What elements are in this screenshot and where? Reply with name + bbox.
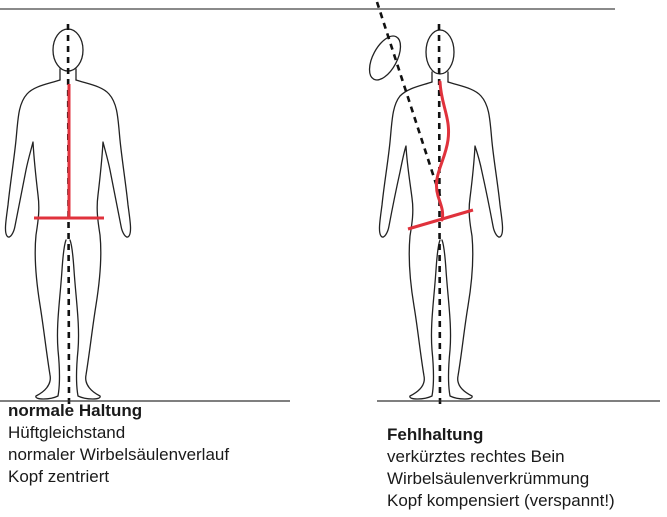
caption-faulty-posture: Fehlhaltung verkürztes rechtes Bein Wirb…: [387, 424, 615, 512]
caption-line-hip-level: Hüftgleichstand: [8, 422, 229, 444]
caption-line-spine-curvature: Wirbelsäulenverkrümmung: [387, 468, 615, 490]
body-outline-left: [5, 80, 66, 399]
caption-normal-posture: normale Haltung Hüftgleichstand normaler…: [8, 400, 229, 488]
body-outline-left: [379, 82, 440, 399]
caption-line-spine-normal: normaler Wirbelsäulenverlauf: [8, 444, 229, 466]
caption-title-normal: normale Haltung: [8, 400, 229, 422]
body-outline-right: [442, 82, 503, 399]
caption-line-head-centered: Kopf zentriert: [8, 466, 229, 488]
caption-line-head-compensated: Kopf kompensiert (verspannt!): [387, 490, 615, 512]
figure-faulty-posture: [363, 30, 502, 399]
body-outline-right: [70, 80, 131, 399]
caption-line-short-leg: verkürztes rechtes Bein: [387, 446, 615, 468]
caption-title-faulty: Fehlhaltung: [387, 424, 615, 446]
